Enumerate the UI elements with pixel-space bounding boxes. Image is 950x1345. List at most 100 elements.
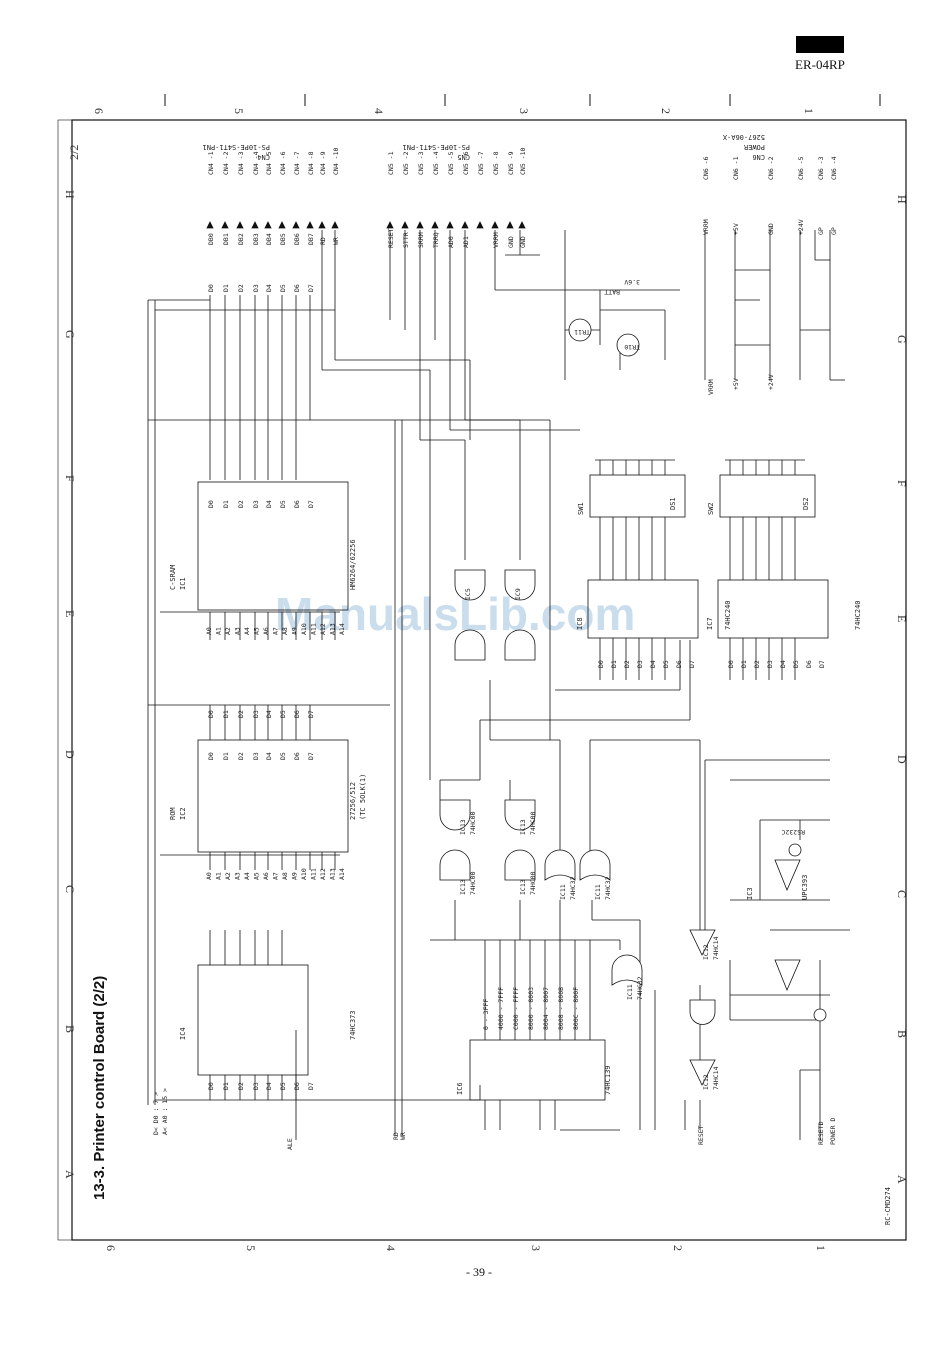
zone-letter-left: A [63,1170,77,1179]
ic-part: 74HC139 [604,1065,612,1095]
ic2-data-bus: D1 [222,710,230,718]
ic1-addr-bus: A5 [253,627,261,635]
zone-number-bottom: 1 [814,1245,828,1251]
ic1-data-pin: D1 [222,500,230,508]
gate-ref: IC11 [559,884,567,900]
cn5-pin-label: CN5 -7 [477,151,485,175]
zone-letter-left: B [63,1025,77,1033]
zone-letter-left: H [63,190,77,199]
wr-label: WR [399,1132,407,1140]
cn5-pin-label: CN5 -2 [402,151,410,175]
ic2-data-bus: D7 [307,710,315,718]
cn5-part: PS-10PE-S4T1-PN1 [403,143,470,151]
ic2-addr-bus: A11 [310,868,318,880]
ic7-data-bus: D4 [779,660,787,668]
cn4-pin-label: CN4 -5 [265,151,273,175]
cn6-pin-label: CN6 -3 [817,156,825,180]
ale-label: ALE [286,1138,294,1150]
plus5v-label: +5V [732,378,740,390]
ic2-data-bus: D5 [279,710,287,718]
cn4-signal-label: DB1 [222,233,230,245]
zone-number-bottom: 5 [244,1245,258,1251]
ic1-addr-bus: A1 [215,627,223,635]
ic2-data-pin: D1 [222,752,230,760]
ic1-addr-bus: A14 [338,623,346,635]
ic-name: C-SRAM [169,565,177,590]
zone-number-top: 1 [802,108,816,114]
ic1-data-pin: D5 [279,500,287,508]
zone-letter-left: E [63,610,77,617]
ic1-addr-bus: A7 [272,627,280,635]
cn5-pin-label: CN5 -10 [519,148,527,175]
cn5-signal-label: GND [507,236,515,248]
zone-letter-left: F [63,475,77,482]
batt-voltage: 3.6V [624,278,640,286]
connector-pin-mark [386,221,394,229]
ic1-addr-bus: A12 [319,623,327,635]
connector-pin-mark [476,221,484,229]
gate-ref: IC11 [626,984,634,1000]
reset-label: RESET [697,1125,705,1145]
gate-part: 74HC00 [469,871,477,895]
gate-part: 74HC14 [712,936,720,960]
cn6-signal-label: GP [817,227,825,235]
cn5-pin-label: CN5 -6 [462,151,470,175]
zone-number-bottom: 4 [384,1245,398,1251]
gate-ic9-lower [454,629,486,661]
header-black-bar [796,36,844,53]
cn4-signal-label: WR [332,237,340,245]
switch-ref: SW2 [707,502,715,515]
cn5-signal-label: STTR [402,232,410,248]
ic-part: 74HC240 [724,600,732,630]
model-number: ER-04RP [795,57,845,72]
ic-ref: IC3 [746,887,754,900]
ic2-addr-bus: A5 [253,872,261,880]
cn5-signal-label: VRRM [492,232,500,248]
memory-map-label: 8004 - 8007 [542,987,550,1030]
cn4-pin-label: CN4 -9 [319,151,327,175]
ic1-addr-bus: A2 [224,627,232,635]
tr10-label: TR10 [624,343,640,351]
ic4-data-bus: D4 [265,1082,273,1090]
gate-ic9-upper [504,569,536,601]
ic-ref: IC6 [456,1082,464,1095]
connector-pin-mark [416,221,424,229]
zone-number-top: 4 [372,108,386,114]
zone-letter-right: H [895,195,909,204]
ic1-addr-bus: A6 [262,627,270,635]
ic2-addr-bus: A6 [262,872,270,880]
ic4-data-bus: D7 [307,1082,315,1090]
connector-pin-mark [306,221,314,229]
ic1-addr-bus: A0 [205,627,213,635]
cn6-pin-label: CN6 -6 [702,156,710,180]
cn5-signal-label: AD1 [462,236,470,248]
gate-part: 74HC32 [569,876,577,900]
zone-letter-left: G [63,330,77,339]
ic2-data-pin: D7 [307,752,315,760]
ic8-data-bus: D1 [610,660,618,668]
zone-letter-right: E [895,615,909,622]
ic2-addr-bus: A8 [281,872,289,880]
diagram-title: 13-3. Printer control Board (2/2) [91,976,108,1200]
cn4-part: PS-10PE-S4T1-PN1 [203,143,270,151]
ic7-data-bus: D1 [740,660,748,668]
connector-pin-mark [446,221,454,229]
zone-letter-right: B [895,1030,909,1038]
connector-pin-mark [491,221,499,229]
connector-pin-mark [278,221,286,229]
ic1-data-pin: D0 [207,500,215,508]
ic2-data-pin: D0 [207,752,215,760]
ic8-data-bus: D5 [662,660,670,668]
sheet-number: 2/2 [67,145,81,160]
cn4-pin-label: CN4 -10 [332,148,340,175]
ic7-data-bus: D3 [766,660,774,668]
cn6-signal-label: GP [830,227,838,235]
cn4-title: CN4 [257,153,270,161]
ic7-data-bus: D0 [727,660,735,668]
transistor-tr11 [568,318,592,342]
connector-pin-mark [206,221,214,229]
power-d-label: POWER D [829,1118,837,1145]
cn4-signal-label: DB6 [293,233,301,245]
addr-bus-bracket: A< A0 : 15 > [161,1088,169,1135]
gate-ref: IC9 [514,588,522,600]
